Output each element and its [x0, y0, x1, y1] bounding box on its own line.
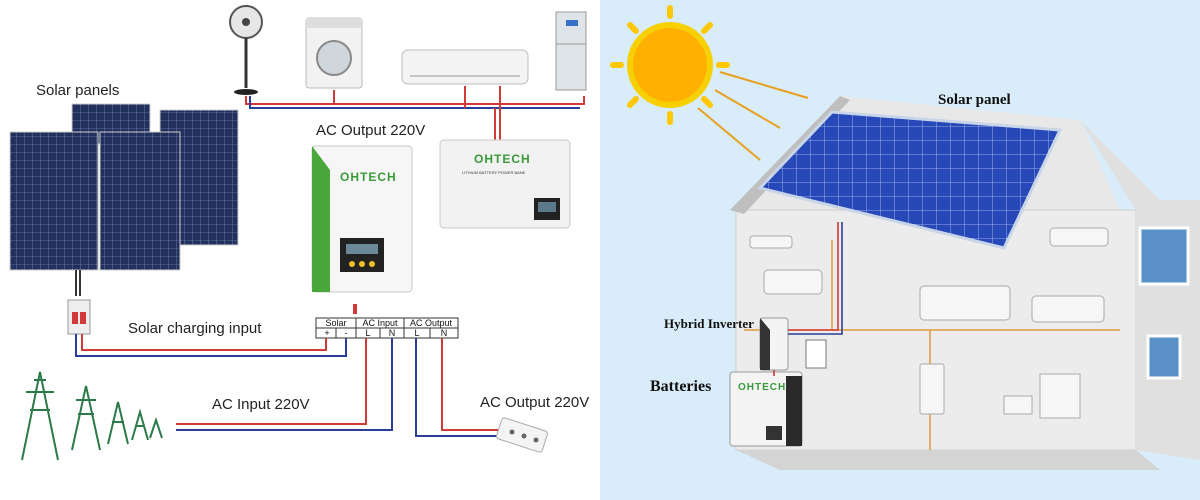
batteries-label: Batteries — [650, 378, 712, 395]
terminal-minus: - — [344, 328, 348, 338]
inverter-brand: OHTECH — [340, 170, 397, 184]
house-battery — [729, 371, 803, 447]
wiring-svg — [9, 5, 587, 461]
hybrid-inverter-label: Hybrid Inverter — [664, 316, 754, 331]
washing-machine-icon — [305, 17, 363, 89]
battery-unit — [439, 139, 571, 229]
house-illustration: Solar panel Hybrid Inverter Batteries OH… — [600, 0, 1200, 500]
air-conditioner-icon — [401, 49, 529, 85]
power-towers-icon — [21, 371, 163, 461]
terminal-plus: + — [324, 328, 330, 338]
battery-subtitle: LITHIUM BATTERY POWER BANK — [462, 170, 526, 175]
house-meter — [805, 339, 827, 369]
terminal-ac-in-l: L — [365, 328, 371, 338]
fan-icon — [229, 5, 263, 95]
appliance-bus-wires — [245, 86, 585, 145]
solar-panels-group — [9, 103, 239, 271]
solar-panels-label: Solar panels — [36, 82, 120, 99]
roof-solar-panel — [757, 110, 1063, 250]
terminal-header-ac-input: AC Input — [362, 318, 398, 328]
terminal-ac-out-l: L — [414, 328, 420, 338]
house-svg — [610, 5, 1200, 470]
power-strip-icon — [496, 417, 548, 453]
ac-output-bottom-label: AC Output 220V — [480, 394, 590, 411]
main-wires — [75, 270, 500, 437]
ac-output-top-label: AC Output 220V — [316, 122, 426, 139]
indoor-appliances — [749, 227, 1109, 419]
terminal-header-ac-output: AC Output — [409, 318, 453, 328]
sun-icon — [610, 5, 730, 125]
solar-panel — [99, 131, 181, 271]
house-wiring — [773, 222, 843, 376]
ac-input-label: AC Input 220V — [212, 396, 310, 413]
breaker-icon — [67, 299, 91, 335]
terminal-ac-in-n: N — [388, 328, 396, 338]
terminal-header-solar: Solar — [325, 318, 347, 328]
refrigerator-icon — [555, 11, 587, 91]
house-battery-brand: OHTECH — [738, 382, 787, 393]
solar-panel — [9, 131, 99, 271]
sun-rays — [697, 71, 809, 161]
terminal-block — [315, 304, 459, 339]
terminal-ac-out-n: N — [440, 328, 448, 338]
battery-brand: OHTECH — [474, 152, 531, 166]
inverter-unit — [311, 145, 413, 293]
house-inverter — [759, 317, 789, 371]
solar-panel-house-label: Solar panel — [938, 92, 1011, 108]
solar-charging-input-label: Solar charging input — [128, 320, 262, 337]
system-wiring-diagram: Solar panels AC Output 220V Solar chargi… — [9, 5, 590, 461]
